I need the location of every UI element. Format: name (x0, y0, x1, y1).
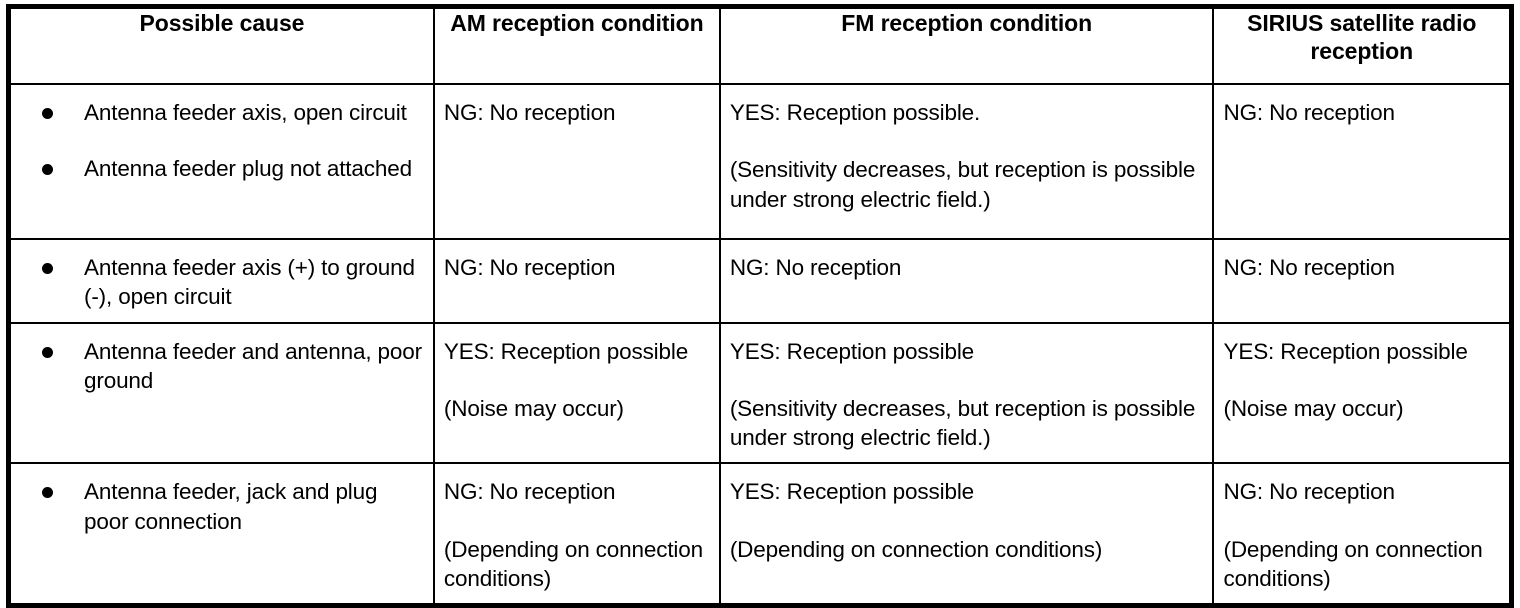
list-item: Antenna feeder plug not attached (42, 154, 425, 183)
cell-am-reception-condition: NG: No reception (Depending on connectio… (432, 462, 721, 607)
condition-note: (Depending on connection conditions) (1223, 536, 1483, 591)
column-header-am-reception-condition-label: AM reception condition (450, 10, 704, 36)
cause-text: Antenna feeder and antenna, poor ground (84, 338, 422, 393)
list-item: Antenna feeder axis, open circuit (42, 98, 425, 127)
cell-possible-cause: Antenna feeder axis, open circuit Antenn… (7, 83, 435, 240)
cell-sirius-reception-condition: NG: No reception (1212, 83, 1513, 240)
condition-status: YES: Reception possible (729, 479, 975, 505)
cause-list: Antenna feeder axis, open circuit Antenn… (20, 98, 425, 184)
condition-note: (Sensitivity decreases, but reception is… (729, 395, 1196, 450)
cell-content: Antenna feeder axis, open circuit Antenn… (11, 85, 433, 194)
cell-content: YES: Reception possible (Noise may occur… (435, 324, 719, 434)
cause-list: Antenna feeder, jack and plug poor conne… (20, 477, 425, 536)
cause-text: Antenna feeder axis, open circuit (84, 100, 407, 125)
cause-text: Antenna feeder axis (+) to ground (-), o… (84, 255, 415, 310)
cell-am-reception-condition: NG: No reception (432, 83, 721, 240)
bullet-icon (42, 487, 53, 499)
list-item: Antenna feeder, jack and plug poor conne… (42, 477, 425, 536)
column-header-fm-reception-condition-label: FM reception condition (841, 10, 1093, 36)
cell-content: Antenna feeder and antenna, poor ground (11, 324, 433, 406)
column-header-possible-cause: Possible cause (7, 5, 435, 85)
cell-content: NG: No reception (435, 240, 719, 292)
cell-fm-reception-condition: NG: No reception (718, 238, 1215, 324)
condition-note: (Noise may occur) (1223, 395, 1404, 421)
condition-status: NG: No reception (443, 100, 616, 125)
table-row: Antenna feeder and antenna, poor ground … (7, 321, 1513, 465)
cell-content: NG: No reception (435, 85, 719, 137)
cell-content: NG: No reception (Depending on connectio… (435, 464, 719, 603)
list-item: Antenna feeder axis (+) to ground (-), o… (42, 253, 425, 312)
table-body: Antenna feeder axis, open circuit Antenn… (7, 83, 1513, 607)
reception-table-container: Possible cause AM reception condition FM… (6, 4, 1514, 608)
condition-status: YES: Reception possible. (729, 100, 981, 125)
bullet-icon (42, 164, 53, 176)
condition-status: NG: No reception (443, 479, 616, 505)
column-header-sirius-label-line2: reception (1310, 38, 1414, 65)
cell-content: Antenna feeder axis (+) to ground (-), o… (11, 240, 433, 322)
condition-status: YES: Reception possible (1223, 338, 1468, 364)
condition-status: YES: Reception possible (443, 338, 689, 364)
cell-fm-reception-condition: YES: Reception possible (Depending on co… (718, 462, 1215, 607)
cell-sirius-reception-condition: YES: Reception possible (Noise may occur… (1212, 321, 1513, 465)
cell-content: YES: Reception possible. (Sensitivity de… (721, 85, 1213, 224)
cell-possible-cause: Antenna feeder and antenna, poor ground (7, 321, 435, 465)
cell-content: NG: No reception (Depending on connectio… (1214, 464, 1509, 603)
cell-content: YES: Reception possible (Noise may occur… (1214, 324, 1509, 434)
bullet-icon (42, 346, 53, 358)
cell-content: Antenna feeder, jack and plug poor conne… (11, 464, 433, 546)
cell-am-reception-condition: NG: No reception (432, 238, 721, 324)
antenna-reception-diagnostic-table: Possible cause AM reception condition FM… (6, 4, 1514, 608)
cell-sirius-reception-condition: NG: No reception (1212, 238, 1513, 324)
condition-note: (Noise may occur) (443, 395, 624, 421)
cell-content: NG: No reception (721, 240, 1213, 292)
cell-possible-cause: Antenna feeder, jack and plug poor conne… (7, 462, 435, 607)
table-row: Antenna feeder axis (+) to ground (-), o… (7, 238, 1513, 324)
cause-text: Antenna feeder, jack and plug poor conne… (84, 479, 378, 534)
condition-note: (Depending on connection conditions) (443, 536, 704, 591)
cell-am-reception-condition: YES: Reception possible (Noise may occur… (432, 321, 721, 465)
cell-sirius-reception-condition: NG: No reception (Depending on connectio… (1212, 462, 1513, 607)
header-row: Possible cause AM reception condition FM… (7, 5, 1513, 85)
condition-status: NG: No reception (443, 255, 616, 280)
cell-content: YES: Reception possible (Sensitivity dec… (721, 324, 1213, 463)
condition-note: (Depending on connection conditions) (729, 536, 1103, 562)
column-header-sirius-label-line1: SIRIUS satellite radio (1247, 10, 1477, 36)
cell-content: NG: No reception (1214, 85, 1509, 137)
condition-note: (Sensitivity decreases, but reception is… (729, 157, 1196, 212)
bullet-icon (42, 263, 53, 274)
bullet-icon (42, 108, 53, 119)
table-row: Antenna feeder axis, open circuit Antenn… (7, 83, 1513, 240)
column-header-possible-cause-label: Possible cause (139, 10, 305, 36)
condition-status: NG: No reception (729, 255, 902, 280)
condition-status: YES: Reception possible (729, 338, 975, 364)
cell-possible-cause: Antenna feeder axis (+) to ground (-), o… (7, 238, 435, 324)
cause-list: Antenna feeder axis (+) to ground (-), o… (20, 253, 425, 312)
table-header: Possible cause AM reception condition FM… (7, 5, 1513, 85)
table-row: Antenna feeder, jack and plug poor conne… (7, 462, 1513, 607)
condition-status: NG: No reception (1223, 100, 1395, 125)
condition-status: NG: No reception (1223, 479, 1395, 505)
cell-fm-reception-condition: YES: Reception possible. (Sensitivity de… (718, 83, 1215, 240)
column-header-sirius-satellite-radio-reception: SIRIUS satellite radio reception (1212, 5, 1513, 85)
cell-content: YES: Reception possible (Depending on co… (721, 464, 1213, 574)
column-header-am-reception-condition: AM reception condition (432, 5, 721, 85)
column-header-fm-reception-condition: FM reception condition (718, 5, 1215, 85)
cell-fm-reception-condition: YES: Reception possible (Sensitivity dec… (718, 321, 1215, 465)
cause-list: Antenna feeder and antenna, poor ground (20, 337, 425, 396)
condition-status: NG: No reception (1223, 255, 1395, 280)
cause-text: Antenna feeder plug not attached (84, 156, 412, 182)
cell-content: NG: No reception (1214, 240, 1509, 292)
list-item: Antenna feeder and antenna, poor ground (42, 337, 425, 396)
